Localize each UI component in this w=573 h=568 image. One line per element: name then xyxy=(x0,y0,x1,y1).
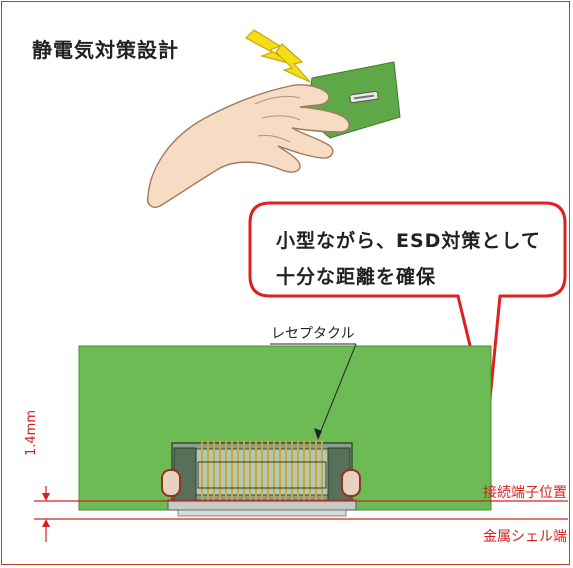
bubble-text-line1: 小型ながら、ESD対策として xyxy=(276,230,541,252)
receptacle-connector xyxy=(161,440,361,517)
bubble-text-line2: 十分な距離を確保 xyxy=(276,266,437,288)
receptacle-label: レセプタクル xyxy=(271,326,355,342)
dimension-label: 1.4mm xyxy=(24,409,39,456)
metal-shell-edge-label: 金属シェル端 xyxy=(483,529,567,545)
hand-illustration xyxy=(146,84,350,208)
receptacle-leader xyxy=(270,343,357,440)
page-title: 静電気対策設計 xyxy=(32,38,179,62)
terminal-position-label: 接続端子位置 xyxy=(483,485,567,501)
lightning-icon xyxy=(245,29,311,83)
dimension-marker xyxy=(42,486,50,542)
